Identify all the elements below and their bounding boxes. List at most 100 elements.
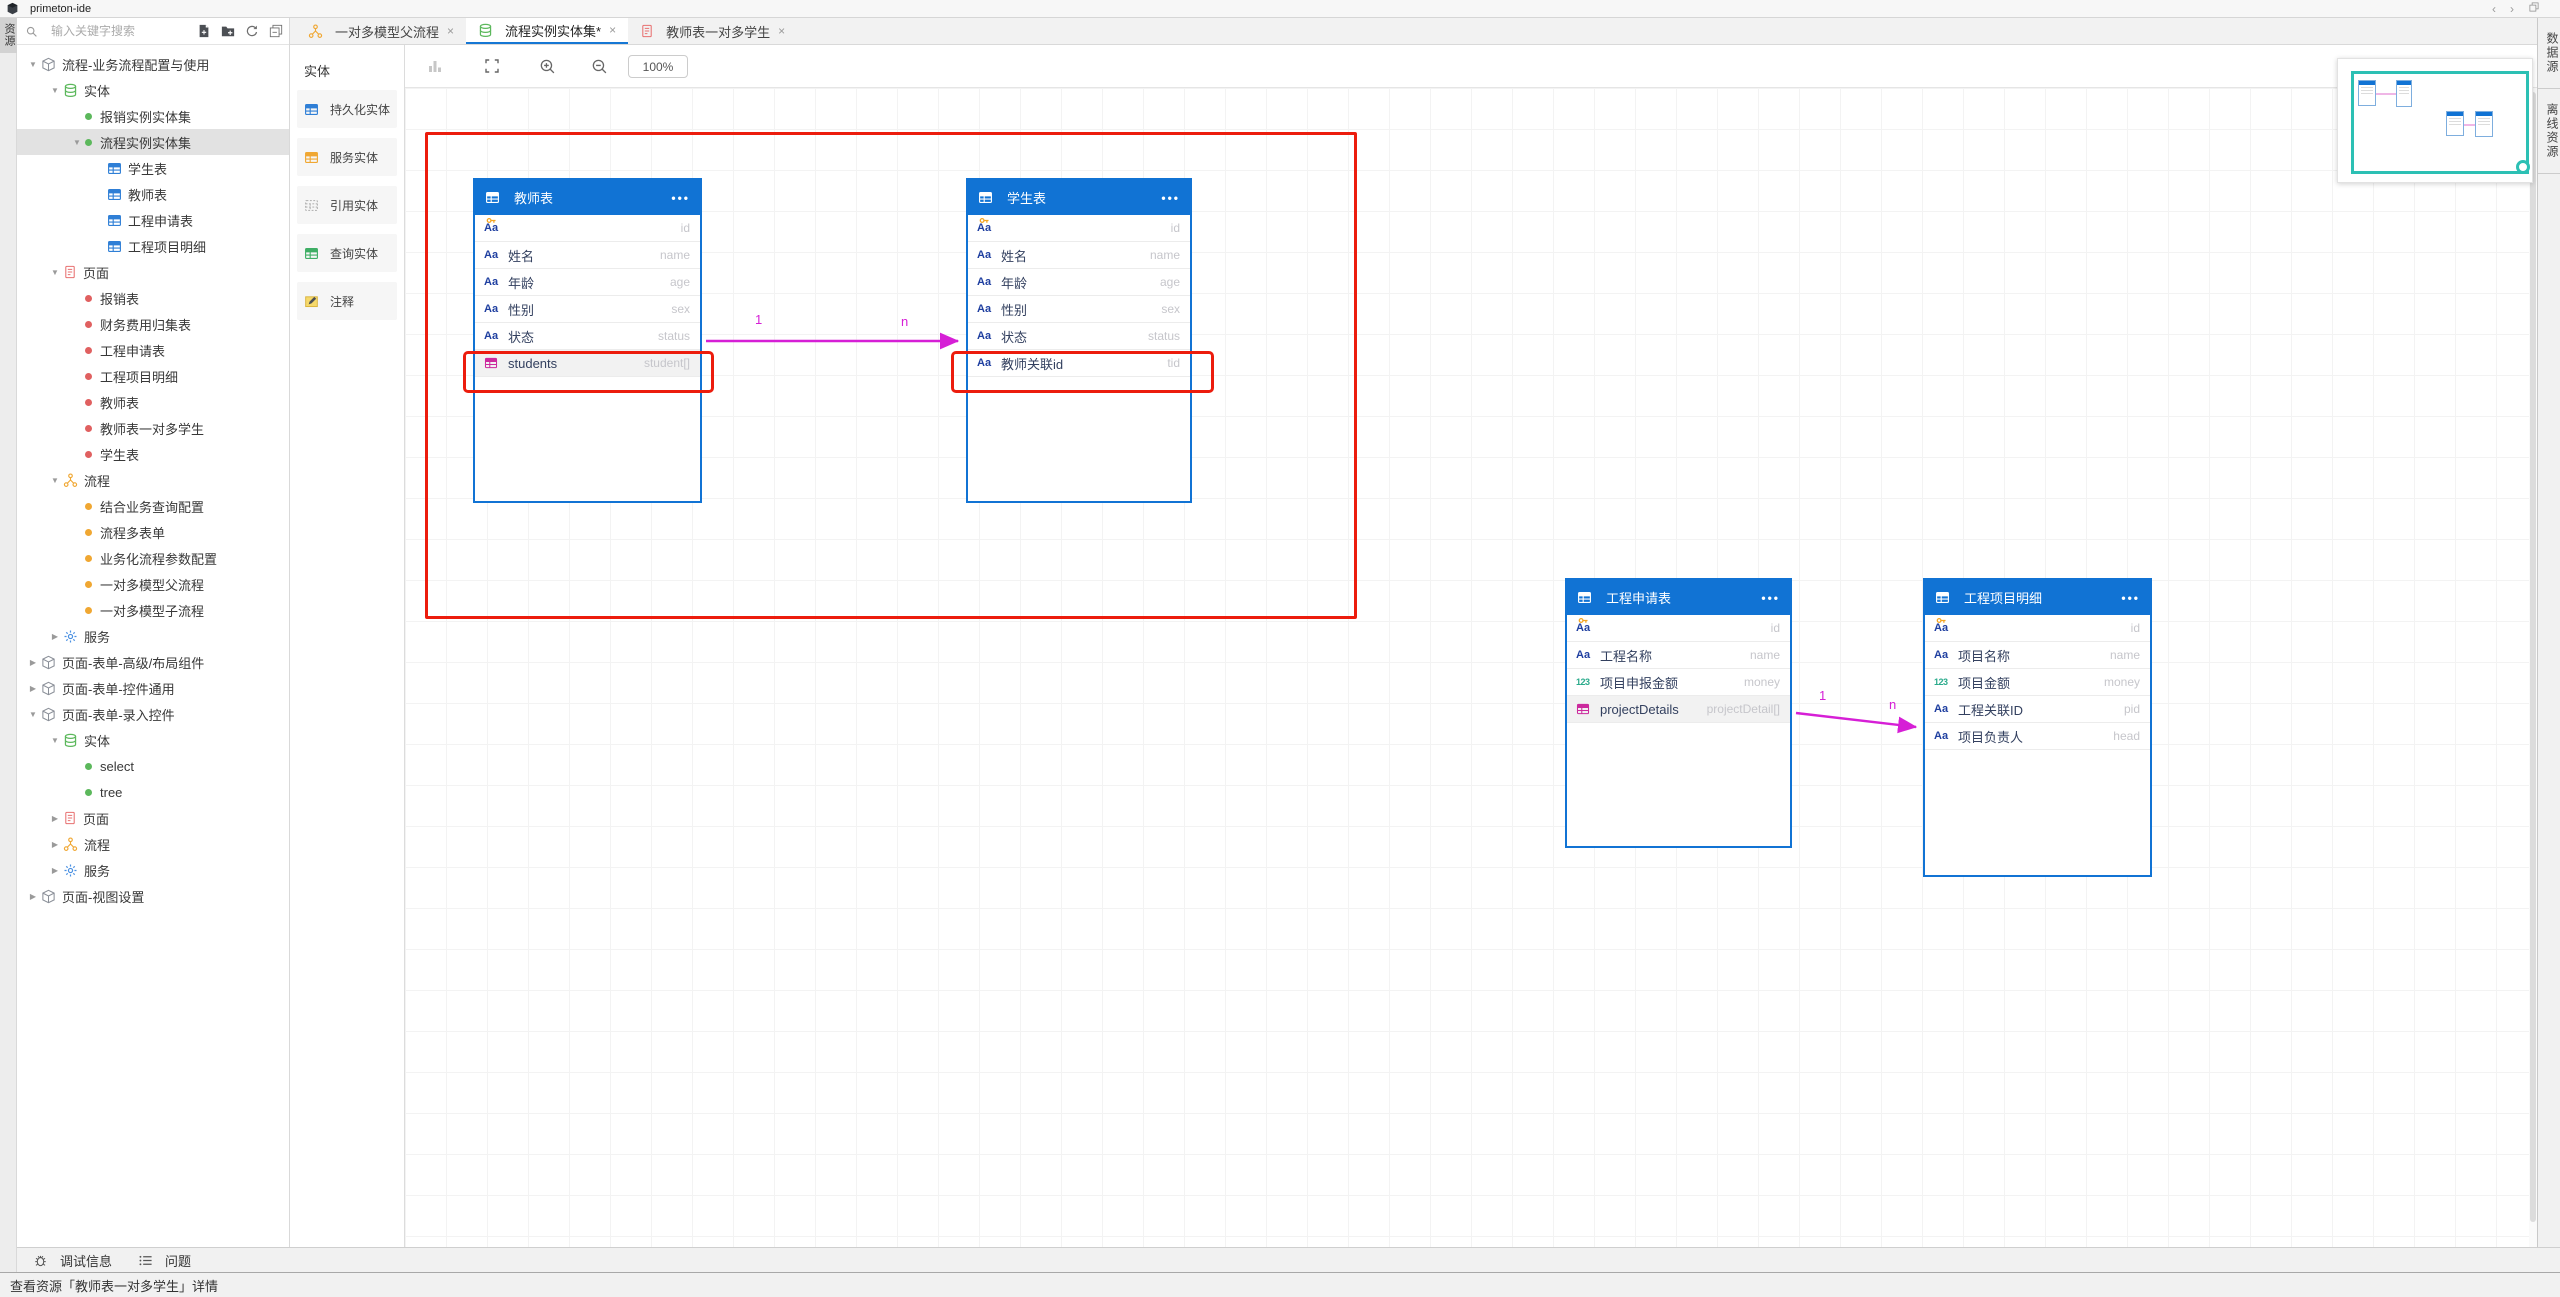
caret-right-icon[interactable]: ▶ [29,891,37,901]
minimap-panel[interactable] [2337,58,2533,183]
caret-right-icon[interactable]: ▶ [51,865,59,875]
tree-item[interactable]: ▶服务 [17,857,289,883]
entity-header[interactable]: 工程项目明细••• [1925,580,2150,615]
add-folder-icon[interactable] [218,22,237,41]
palette-item[interactable]: 持久化实体 [297,90,397,128]
caret-down-icon[interactable]: ▼ [73,137,81,147]
tree-item[interactable]: 报销实例实体集 [17,103,289,129]
tree-item[interactable]: 教师表 [17,389,289,415]
caret-right-icon[interactable]: ▶ [51,631,59,641]
tree-item[interactable]: 业务化流程参数配置 [17,545,289,571]
right-dock-tab[interactable]: 离线资源 [2538,89,2560,174]
tree-item[interactable]: ▼流程 [17,467,289,493]
tree-item[interactable]: 一对多模型父流程 [17,571,289,597]
tree-item[interactable]: ▶服务 [17,623,289,649]
tree-item[interactable]: ▼流程-业务流程配置与使用 [17,51,289,77]
tree-item[interactable]: 工程申请表 [17,337,289,363]
tree-item[interactable]: tree [17,779,289,805]
problems-button[interactable]: 问题 [138,1251,191,1270]
entity-header[interactable]: 教师表••• [475,180,700,215]
entity-more-icon[interactable]: ••• [671,190,690,205]
zoom-level-button[interactable]: 100% [628,55,688,78]
resources-vertical-tab[interactable]: 资源 [0,18,17,53]
entity-header[interactable]: 工程申请表••• [1567,580,1790,615]
zoom-out-icon[interactable] [588,55,610,77]
refresh-icon[interactable] [242,22,261,41]
caret-down-icon[interactable]: ▼ [51,475,59,485]
tree-item[interactable]: ▼页面-表单-录入控件 [17,701,289,727]
fit-screen-icon[interactable] [481,55,503,77]
tree-item[interactable]: 结合业务查询配置 [17,493,289,519]
entity-more-icon[interactable]: ••• [2121,590,2140,605]
tree-item[interactable]: 一对多模型子流程 [17,597,289,623]
tree-item[interactable]: ▼实体 [17,727,289,753]
caret-right-icon[interactable]: ▶ [29,657,37,667]
editor-tab[interactable]: 教师表一对多学生× [628,18,797,44]
tree-item[interactable]: ▶页面 [17,805,289,831]
nav-forward-icon[interactable]: › [2510,1,2514,16]
entity-more-icon[interactable]: ••• [1161,190,1180,205]
editor-tab[interactable]: 流程实例实体集*× [466,18,629,44]
caret-down-icon[interactable]: ▼ [51,85,59,95]
tree-item[interactable]: 流程多表单 [17,519,289,545]
right-dock-tab[interactable]: 数据源 [2538,18,2560,89]
tree-item[interactable]: ▶页面-视图设置 [17,883,289,909]
collapse-all-icon[interactable] [266,22,285,41]
editor-tab[interactable]: 一对多模型父流程× [296,18,466,44]
minimap-resize-handle[interactable] [2516,160,2530,174]
entity-header[interactable]: 学生表••• [968,180,1190,215]
tree-item[interactable]: 学生表 [17,441,289,467]
caret-down-icon[interactable]: ▼ [29,59,37,69]
caret-down-icon[interactable]: ▼ [29,709,37,719]
tree-item[interactable]: 学生表 [17,155,289,181]
export-icon[interactable] [194,22,213,41]
restore-window-icon[interactable] [2528,1,2540,16]
minimap-viewport[interactable] [2351,71,2529,174]
close-tab-icon[interactable]: × [778,24,786,38]
entity-more-icon[interactable]: ••• [1761,590,1780,605]
search-input[interactable] [49,23,189,39]
canvas-vertical-scrollbar[interactable] [2529,88,2537,1247]
close-tab-icon[interactable]: × [447,24,455,38]
tree-item[interactable]: 工程项目明细 [17,363,289,389]
tree-item[interactable]: 工程申请表 [17,207,289,233]
tree-item[interactable]: 报销表 [17,285,289,311]
tree-item[interactable]: ▼流程实例实体集 [17,129,289,155]
caret-right-icon[interactable]: ▶ [29,683,37,693]
close-tab-icon[interactable]: × [609,23,617,37]
zoom-in-icon[interactable] [536,55,558,77]
tree-item[interactable]: ▶流程 [17,831,289,857]
palette-item[interactable]: 引用实体 [297,186,397,224]
nav-back-icon[interactable]: ‹ [2492,1,2496,16]
caret-down-icon[interactable]: ▼ [51,735,59,745]
tree-item[interactable]: ▶页面-表单-高级/布局组件 [17,649,289,675]
tree-item[interactable]: select [17,753,289,779]
tree-item[interactable]: ▼实体 [17,77,289,103]
caret-right-icon[interactable]: ▶ [51,839,59,849]
palette-item[interactable]: 查询实体 [297,234,397,272]
caret-right-icon[interactable]: ▶ [51,813,59,823]
tree-item[interactable]: ▶页面-表单-控件通用 [17,675,289,701]
palette-item[interactable]: 服务实体 [297,138,397,176]
debug-info-button[interactable]: 调试信息 [33,1251,112,1270]
diagram-canvas[interactable] [405,88,2530,1247]
